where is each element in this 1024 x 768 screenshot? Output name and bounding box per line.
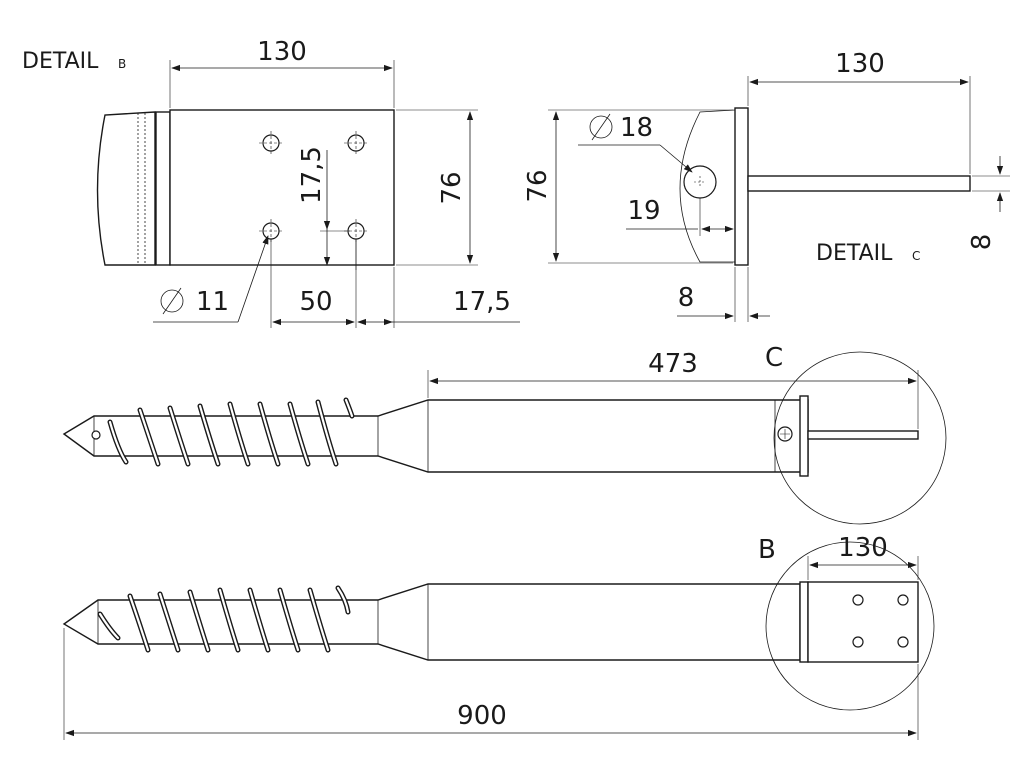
view-b-hole [852, 594, 864, 606]
detail-c-fin [747, 175, 971, 192]
view-b-plate [807, 581, 919, 663]
detail-c-callout-circle [773, 351, 947, 525]
detail-b: DETAIL B 130 76 17,5 [22, 37, 520, 328]
screw-helix [107, 397, 355, 467]
view-c-fin [807, 430, 919, 440]
detail-b-horizontal-spacing-value: 50 [299, 287, 332, 317]
detail-c-title-suffix: C [912, 249, 920, 263]
view-b-collar [799, 581, 809, 663]
detail-b-height-value: 76 [437, 171, 467, 204]
detail-b-edge-offset-value: 17,5 [453, 287, 511, 317]
total-length-value: 900 [457, 701, 507, 731]
view-b-hole [897, 594, 909, 606]
view-b-hole [897, 636, 909, 648]
view-b-plate-width-value: 130 [838, 533, 888, 563]
ground-screw-view-b: B 130 900 [62, 533, 935, 740]
detail-c-hole-leader [659, 144, 693, 173]
detail-b-hole-diameter-value: 11 [196, 287, 229, 317]
detail-b-vertical-spacing-value: 17,5 [297, 146, 327, 204]
diameter-icon [589, 115, 613, 139]
ground-screw-view-c: C 473 [62, 343, 947, 525]
detail-c-height-value: 76 [523, 169, 553, 202]
screw-body [62, 399, 809, 473]
detail-c: 130 76 18 19 8 8 DETAIL C [523, 49, 1010, 322]
view-c-callout-label: C [765, 343, 783, 373]
detail-c-hole-diameter-value: 18 [620, 113, 653, 143]
detail-b-width-value: 130 [257, 37, 307, 67]
view-c-length-value: 473 [648, 349, 698, 379]
detail-b-holes [259, 131, 368, 243]
detail-c-pipe-outline [679, 109, 736, 263]
detail-b-title-suffix: B [118, 57, 126, 71]
detail-b-title: DETAIL [22, 49, 99, 74]
view-c-plate [799, 395, 809, 477]
detail-b-hole-leader [237, 235, 269, 323]
detail-c-title: DETAIL [816, 241, 893, 266]
detail-c-plate-thickness-value: 8 [678, 283, 695, 313]
detail-c-hole-offset-value: 19 [627, 196, 660, 226]
detail-b-pipe-stub [96, 111, 156, 266]
screw-body [62, 583, 801, 661]
view-b-callout-label: B [758, 535, 776, 565]
detail-b-collar [155, 111, 171, 266]
detail-c-fin-thickness-value: 8 [967, 234, 997, 251]
detail-c-plate [734, 107, 749, 266]
tip-hole [91, 430, 101, 440]
diameter-icon [160, 289, 184, 313]
view-b-hole [852, 636, 864, 648]
detail-b-callout-circle [765, 541, 935, 711]
detail-b-plate [169, 109, 395, 266]
screw-helix [97, 585, 351, 653]
detail-c-length-value: 130 [835, 49, 885, 79]
